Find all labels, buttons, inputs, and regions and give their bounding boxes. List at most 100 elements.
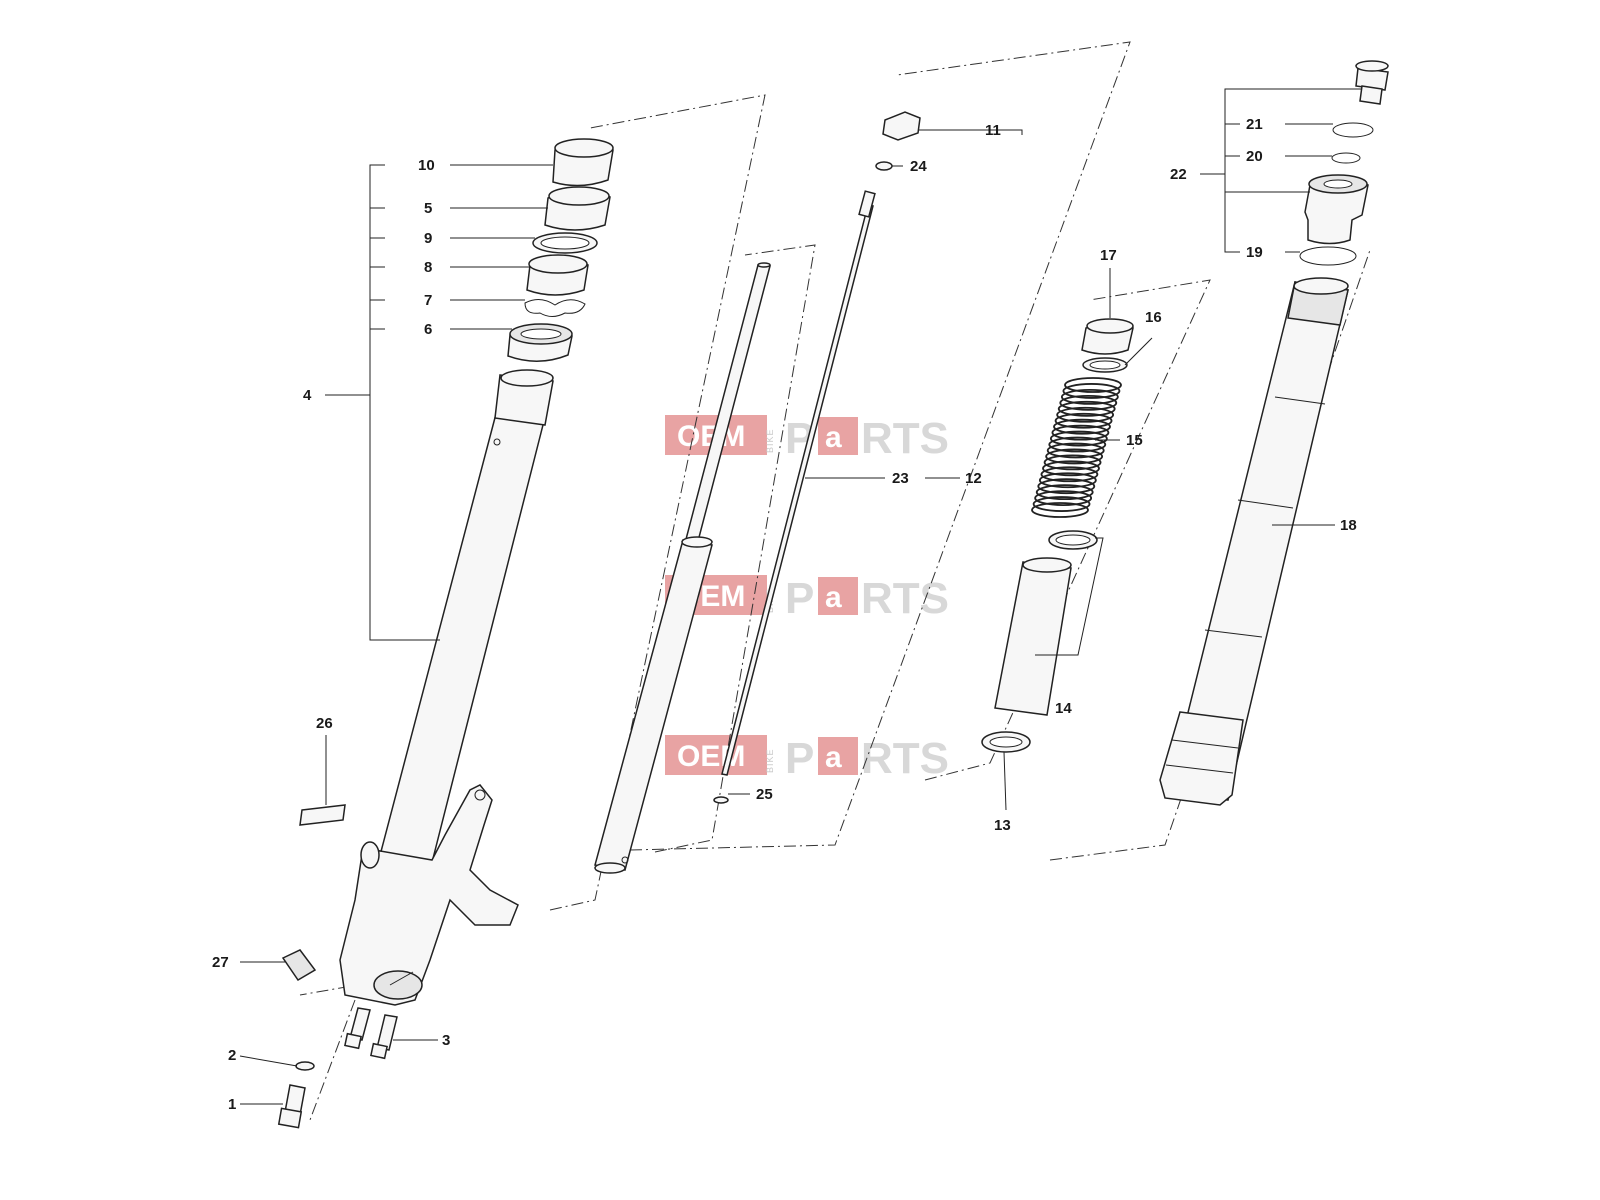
bushing-lower-top [548,186,610,206]
bolt-b-head [370,1042,388,1060]
bolt-a-shank [349,1007,371,1041]
part-11-nut [882,111,921,141]
callout-3: 3 [442,1032,450,1049]
inner-tube-foot-ring-1 [1171,739,1239,749]
cartridge-body [594,539,713,871]
part-13-ring [1048,530,1098,550]
caliper-bolt-hole [474,789,486,801]
inner-tube-foot [1159,711,1244,806]
leader-lines [239,88,1362,1105]
part-2-washer [295,1061,315,1071]
inner-tube-band-2 [1237,499,1294,509]
callout-17: 17 [1100,247,1117,264]
fork-foot [339,784,519,1006]
watermark-p-text: P [785,574,814,623]
watermark-a-text: a [825,741,842,774]
assembly-line-center [629,41,1131,851]
spacer-tube [994,561,1072,716]
dust-seal-hole [520,328,562,340]
bracket-4 [369,164,440,641]
part-13-lower-ring [981,731,1031,753]
cap-bolt-shank [1359,85,1383,105]
spring-coil [1060,389,1119,405]
axle-slot [389,971,414,986]
callout-4: 4 [303,387,312,404]
spring-coil [1053,418,1111,435]
push-rod [721,190,876,776]
clip-ring [524,299,586,317]
rod-end-fitting [858,190,876,218]
inner-tube-band-3 [1204,629,1263,638]
spring-coil [1032,496,1091,512]
leader-13 [1003,751,1007,811]
callout-12: 12 [965,470,982,487]
spring-coil [1035,484,1094,501]
callout-2: 2 [228,1047,236,1064]
part-7-clip [524,299,586,317]
cartridge-rod-top [757,262,771,268]
callout-22: 22 [1170,166,1187,183]
outer-tube-assembly [339,369,554,1006]
callout-7: 7 [424,292,432,309]
callout-21: 21 [1246,116,1263,133]
part-10-bushing [552,138,614,187]
spring-coil [1043,454,1102,471]
washer-inner [540,236,590,250]
callout-27: 27 [212,954,229,971]
part-top-bolt [1355,60,1389,105]
callout-14: 14 [1055,700,1072,717]
ring-lower-hole [989,736,1023,748]
callout-1: 1 [228,1096,236,1113]
nut-body [882,111,921,141]
watermark-p-text: P [785,734,814,783]
spring-coil [1034,490,1093,506]
watermark-a-box [818,417,858,455]
watermark-bike-text: BIKE [765,428,775,453]
part-16-washer [1082,357,1128,373]
part-15-spring [1031,377,1122,518]
watermark-bike-text: BIKE [765,748,775,773]
inner-tube-band-1 [1274,396,1326,405]
callout-19: 19 [1246,244,1263,261]
part-21-oring [1332,122,1374,138]
watermark-a-box [818,577,858,615]
spring-coil [1045,448,1104,465]
tube-hole [493,438,501,446]
callout-5: 5 [424,200,432,217]
spring-coil [1064,377,1122,393]
spring-coil [1059,394,1118,411]
part-14-tube [994,557,1072,716]
inner-tube-top-rim [1293,277,1349,295]
watermark-rts-text: RTS [861,414,949,463]
tube-top-rim [500,369,554,387]
watermark-rts-text: RTS [861,574,949,623]
spring-coil [1054,412,1113,429]
inner-tube-foot-ring-2 [1165,764,1234,774]
part-22-cap [1304,174,1369,245]
foot-ear [360,841,380,869]
part-3-bolts [344,1007,398,1060]
part-5-bushing [544,186,611,231]
part-25-clip [713,796,729,804]
spring-coil [1042,460,1100,477]
assembly-line-left [549,94,766,911]
spring-coil [1031,502,1089,518]
watermark-a-box [818,737,858,775]
watermark-1: OEM BIKE P a RTS [665,414,949,463]
callout-6: 6 [424,321,432,338]
spring-coil [1046,442,1105,459]
part-9-washer [532,232,598,254]
callout-16: 16 [1145,309,1162,326]
callout-labels: 1 2 3 4 5 6 7 8 9 10 11 12 13 14 15 16 1… [212,116,1357,1113]
bracket-22 [1224,88,1362,253]
cartridge-rod [684,264,771,546]
part-18-inner-tube [1159,277,1349,806]
callout-26: 26 [316,715,333,732]
assembly-line-pad [299,974,416,996]
ring-upper-hole [1055,534,1091,546]
watermark-a-text: a [825,581,842,614]
cap-bolt-top [1355,60,1389,72]
part-26-sticker [299,804,346,826]
spring-coil [1056,406,1115,423]
spring-coil [1038,472,1097,489]
